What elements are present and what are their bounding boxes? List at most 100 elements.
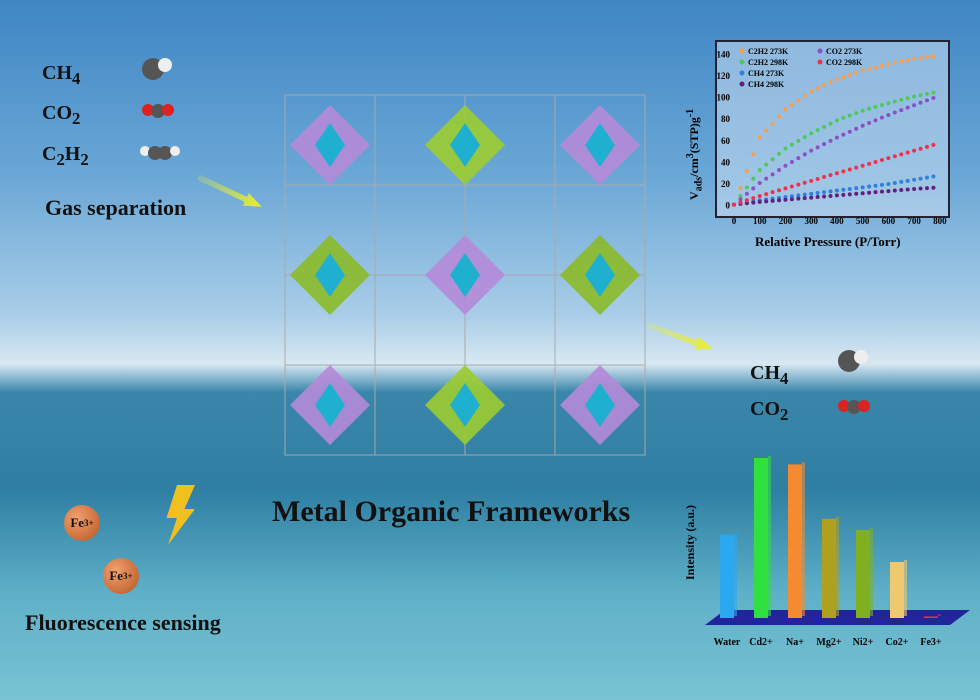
data-point — [834, 171, 839, 176]
data-point — [828, 121, 833, 126]
co2-molecule-icon — [838, 400, 870, 414]
data-point — [892, 99, 897, 104]
bar — [924, 616, 938, 618]
data-point — [905, 96, 910, 101]
data-point — [834, 188, 839, 193]
data-point — [809, 148, 814, 153]
data-point — [899, 179, 904, 184]
data-point — [841, 75, 846, 80]
data-point — [912, 103, 917, 108]
data-point — [809, 131, 814, 136]
data-point — [905, 58, 910, 63]
data-point — [886, 112, 891, 117]
data-point — [892, 60, 897, 65]
metal-cluster-node — [290, 365, 370, 445]
data-point — [886, 182, 891, 187]
data-point — [764, 176, 769, 181]
isotherm-x-axis-label: Relative Pressure (P/Torr) — [755, 234, 901, 249]
legend-entry: CH4 298K — [748, 80, 785, 89]
legend-marker — [817, 59, 823, 65]
data-point — [744, 169, 749, 174]
data-point — [770, 157, 775, 162]
data-point — [918, 176, 923, 181]
data-point — [931, 185, 936, 190]
data-point — [815, 86, 820, 91]
data-point — [912, 94, 917, 99]
data-point — [751, 152, 756, 157]
x-tick-label: 600 — [882, 216, 896, 226]
data-point — [931, 54, 936, 59]
data-point — [744, 201, 749, 206]
data-point — [879, 102, 884, 107]
data-point — [847, 186, 852, 191]
data-point — [744, 191, 749, 196]
data-point — [847, 73, 852, 77]
data-point — [841, 115, 846, 120]
data-point — [854, 186, 859, 191]
data-point — [918, 186, 923, 191]
data-point — [783, 146, 788, 151]
y-tick-label: 140 — [717, 49, 731, 59]
data-point — [931, 95, 936, 100]
data-point — [751, 186, 756, 191]
data-point — [841, 132, 846, 137]
data-point — [796, 193, 801, 198]
bar — [890, 562, 904, 618]
bar-side — [802, 462, 805, 616]
category-label: Co2+ — [886, 637, 909, 648]
data-point — [892, 110, 897, 115]
data-point — [873, 118, 878, 123]
data-point — [751, 200, 756, 205]
data-point — [770, 172, 775, 177]
gas-c2h2-label: C2H2 — [42, 143, 89, 169]
y-tick-label: 60 — [721, 136, 731, 146]
data-point — [860, 191, 865, 196]
data-point — [770, 198, 775, 203]
data-point — [867, 184, 872, 189]
data-point — [789, 159, 794, 164]
data-point — [905, 187, 910, 192]
data-point — [912, 56, 917, 61]
data-point — [751, 196, 756, 201]
legend-entry: CH4 273K — [748, 69, 785, 78]
data-point — [834, 135, 839, 140]
data-point — [802, 192, 807, 197]
legend-marker — [739, 81, 745, 87]
y-tick-label: 20 — [721, 179, 731, 189]
data-point — [777, 168, 782, 173]
lightning-icon — [166, 485, 195, 545]
data-point — [822, 83, 827, 88]
legend-entry: C2H2 298K — [748, 58, 789, 67]
legend-entry: CO2 273K — [826, 47, 863, 56]
data-point — [783, 197, 788, 202]
x-tick-label: 500 — [856, 216, 870, 226]
data-point — [815, 128, 820, 133]
data-point — [757, 193, 762, 198]
data-point — [899, 59, 904, 64]
data-point — [873, 65, 878, 70]
data-point — [931, 142, 936, 147]
data-point — [796, 196, 801, 201]
data-point — [931, 90, 936, 95]
data-point — [854, 165, 859, 170]
data-point — [744, 185, 749, 190]
data-point — [828, 173, 833, 178]
data-point — [892, 188, 897, 193]
bar-side — [734, 532, 737, 616]
data-point — [873, 104, 878, 109]
data-point — [815, 190, 820, 195]
mof-structure-illustration — [284, 94, 646, 456]
metal-cluster-node — [425, 235, 505, 315]
data-point — [789, 194, 794, 199]
isotherm-y-axis-label: Vads/cm3(STP)g-1 — [685, 108, 705, 200]
legend-marker — [739, 59, 745, 65]
data-point — [854, 70, 859, 75]
gas-co2-label: CO2 — [42, 102, 81, 128]
metal-cluster-node — [290, 235, 370, 315]
right-co2-label: CO2 — [750, 398, 789, 424]
data-point — [847, 129, 852, 134]
data-point — [879, 189, 884, 194]
fluorescence-sensing-label: Fluorescence sensing — [25, 610, 221, 635]
data-point — [828, 138, 833, 143]
data-point — [879, 115, 884, 120]
